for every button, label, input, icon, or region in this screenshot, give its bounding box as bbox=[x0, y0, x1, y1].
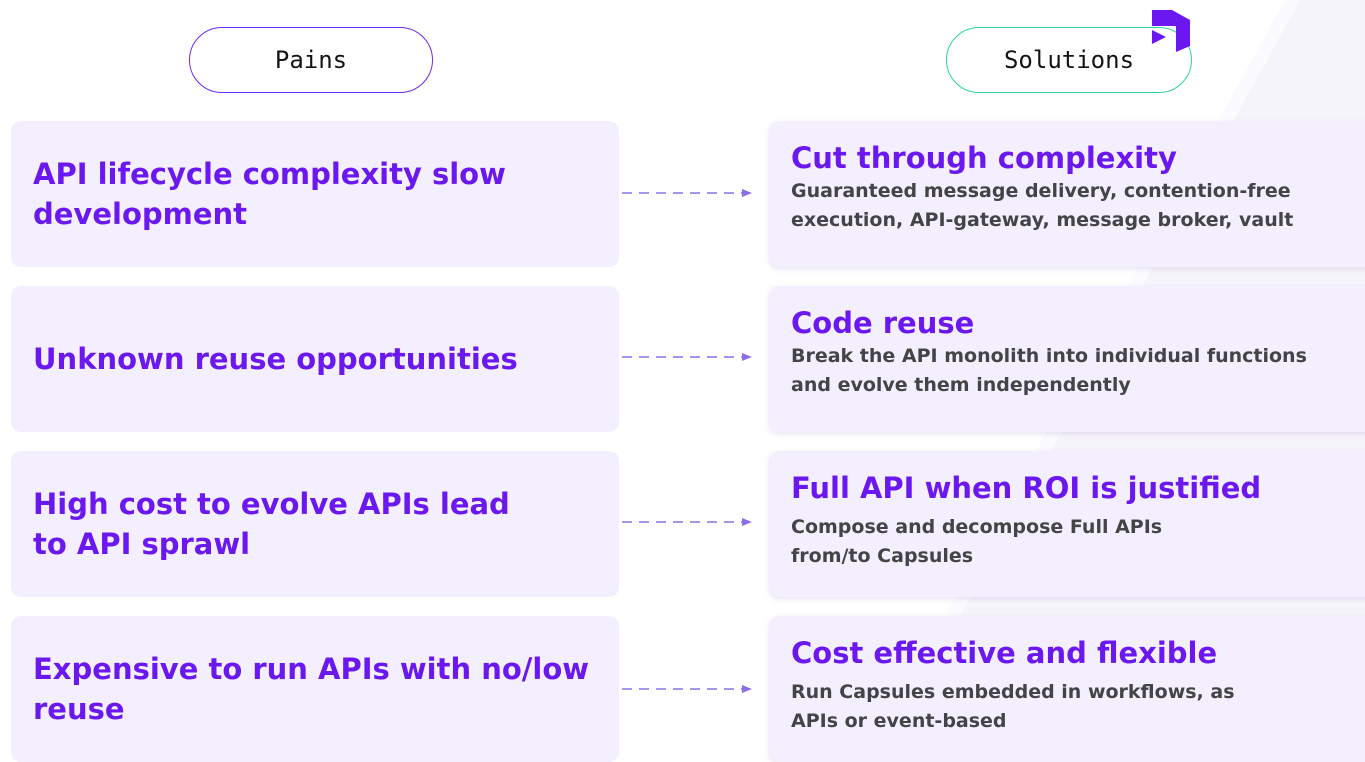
pain-card: Expensive to run APIs with no/low reuse bbox=[11, 616, 619, 762]
pain-card: Unknown reuse opportunities bbox=[11, 286, 619, 432]
solution-card: Full API when ROI is justified Compose a… bbox=[769, 451, 1365, 597]
solution-card: Cut through complexity Guaranteed messag… bbox=[769, 121, 1365, 267]
brand-logo-icon bbox=[1152, 10, 1190, 52]
solution-description: Run Capsules embedded in workflows, as A… bbox=[791, 681, 1235, 732]
connector-arrow bbox=[622, 189, 752, 197]
solution-title: Cost effective and flexible bbox=[791, 636, 1218, 670]
pains-header-label: Pains bbox=[274, 46, 348, 74]
pain-card: High cost to evolve APIs lead to API spr… bbox=[11, 451, 619, 597]
connector-arrow bbox=[622, 518, 752, 526]
pain-text: Expensive to run APIs with no/low reuse bbox=[33, 652, 590, 726]
solution-card: Code reuse Break the API monolith into i… bbox=[769, 286, 1365, 432]
solution-description: Compose and decompose Full APIs from/to … bbox=[791, 516, 1163, 567]
pains-header: Pains bbox=[189, 27, 433, 93]
pain-text: API lifecycle complexity slow developmen… bbox=[33, 157, 506, 231]
solutions-header-label: Solutions bbox=[1003, 46, 1135, 74]
solution-title: Full API when ROI is justified bbox=[791, 471, 1262, 505]
connector-arrow bbox=[622, 685, 752, 693]
solutions-header: Solutions bbox=[946, 27, 1192, 93]
solution-description: Break the API monolith into individual f… bbox=[791, 345, 1307, 396]
solution-card: Cost effective and flexible Run Capsules… bbox=[769, 616, 1365, 762]
pain-text: High cost to evolve APIs lead to API spr… bbox=[33, 487, 510, 561]
pain-card: API lifecycle complexity slow developmen… bbox=[11, 121, 619, 267]
solution-title: Cut through complexity bbox=[791, 141, 1177, 175]
solution-title: Code reuse bbox=[791, 306, 975, 340]
connector-arrow bbox=[622, 353, 752, 361]
solution-description: Guaranteed message delivery, contention-… bbox=[791, 180, 1294, 231]
pain-text: Unknown reuse opportunities bbox=[33, 342, 518, 376]
